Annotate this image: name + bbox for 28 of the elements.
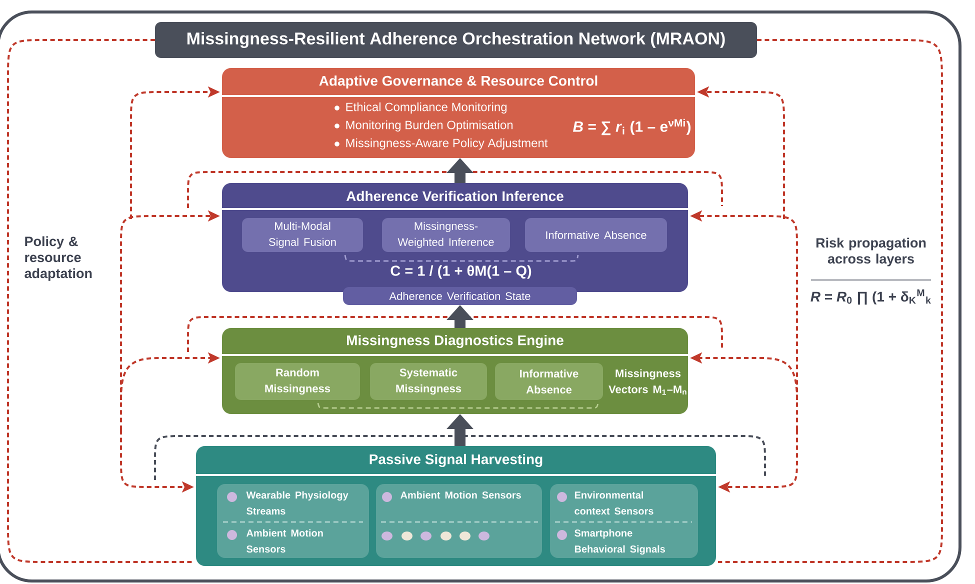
bullet-text: Ethical Compliance Monitoring xyxy=(346,102,507,114)
layer-title: Passive Signal Harvesting xyxy=(370,454,542,468)
sensor-label: Smartphone Behavioral Signals xyxy=(574,529,665,555)
state-tab: Adherence Verification State xyxy=(343,287,577,305)
side-note: Missingness Vectors M$_{1}$–M$_{n}$ xyxy=(608,369,686,395)
formula-text: C = 1 / (1 + θM(1 – Q) xyxy=(390,265,532,279)
bullet-text: Missingness-Aware Policy Adjustment xyxy=(346,138,548,150)
method-box: Informative Absence xyxy=(525,218,667,252)
sensor-label: Wearable Physiology Streams xyxy=(246,491,348,515)
side-label: Policy & resource adaptation xyxy=(24,236,92,281)
title-banner: Missingness-Resilient Adherence Orchestration Network (MRAON) xyxy=(155,22,757,58)
layer-title: Adherence Verification Inference xyxy=(346,190,564,202)
category-box: Systematic Missingness xyxy=(370,363,487,400)
formula-text: B = ∑ r$_{i}$ (1 – e$^{νMi}$) xyxy=(572,118,691,136)
method-box: Multi-Modal Signal Fusion xyxy=(242,218,363,252)
layer-title: Adaptive Governance & Resource Control xyxy=(319,75,598,89)
layer-title: Missingness Diagnostics Engine xyxy=(347,334,564,348)
dashed-loop xyxy=(7,39,194,563)
sensor-label: Ambient Motion Sensors xyxy=(246,529,323,553)
formula-text: R = R$_{0}$ ∏ (1 + δ$_{K}$Mk xyxy=(810,289,931,305)
category-box: Random Missingness xyxy=(235,363,360,400)
sensor-label: Ambient Motion Sensors xyxy=(400,491,521,499)
bullet-text: Monitoring Burden Optimisation xyxy=(346,120,513,132)
category-box: Informative Absence xyxy=(495,363,603,400)
dashed-loop xyxy=(718,39,943,563)
method-box: Missingness-Weighted Inference xyxy=(382,218,510,252)
edge-label: Risk propagation across layers xyxy=(810,236,932,268)
sensor-label: Environmental context Sensors xyxy=(574,491,654,515)
